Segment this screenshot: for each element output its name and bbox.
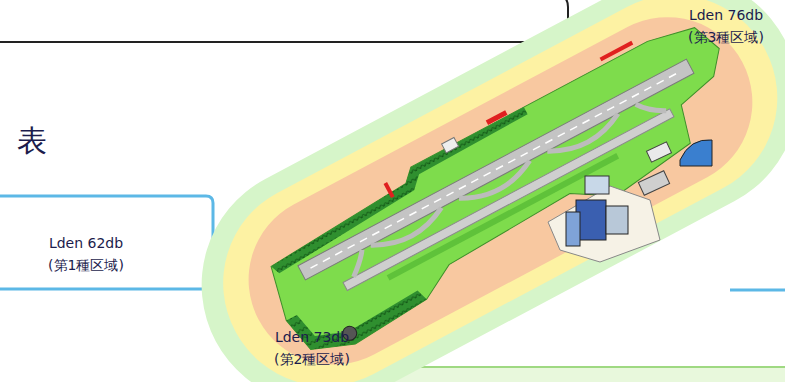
red-mark	[600, 41, 634, 61]
building	[442, 137, 459, 152]
frame-line	[730, 289, 785, 292]
building	[606, 206, 628, 234]
zone-3	[219, 0, 783, 382]
runway-centerline	[310, 71, 681, 268]
apron	[548, 186, 660, 262]
heading-frame	[0, 0, 568, 42]
zone-label: Lden 76db (第3種区域)	[668, 4, 784, 48]
label-frame	[0, 196, 213, 289]
airport-island	[250, 13, 761, 367]
zone-label: Lden 73db (第2種区域)	[254, 326, 370, 370]
zone-label: 表	[10, 124, 54, 158]
building	[638, 171, 669, 196]
green-strip	[387, 153, 619, 280]
taxiway-link	[344, 93, 666, 277]
building	[646, 142, 671, 162]
zone-1	[159, 0, 785, 382]
control-tower	[566, 212, 580, 246]
taxiway	[343, 109, 674, 291]
red-mark	[486, 110, 508, 125]
airport-group	[159, 0, 785, 382]
zone-2	[187, 0, 785, 382]
red-mark	[384, 182, 395, 198]
zone-label: Lden 62db (第1種区域)	[28, 232, 144, 276]
building	[585, 176, 609, 194]
runway	[298, 59, 694, 280]
hangar	[680, 140, 712, 166]
bottom-frame	[385, 367, 785, 382]
